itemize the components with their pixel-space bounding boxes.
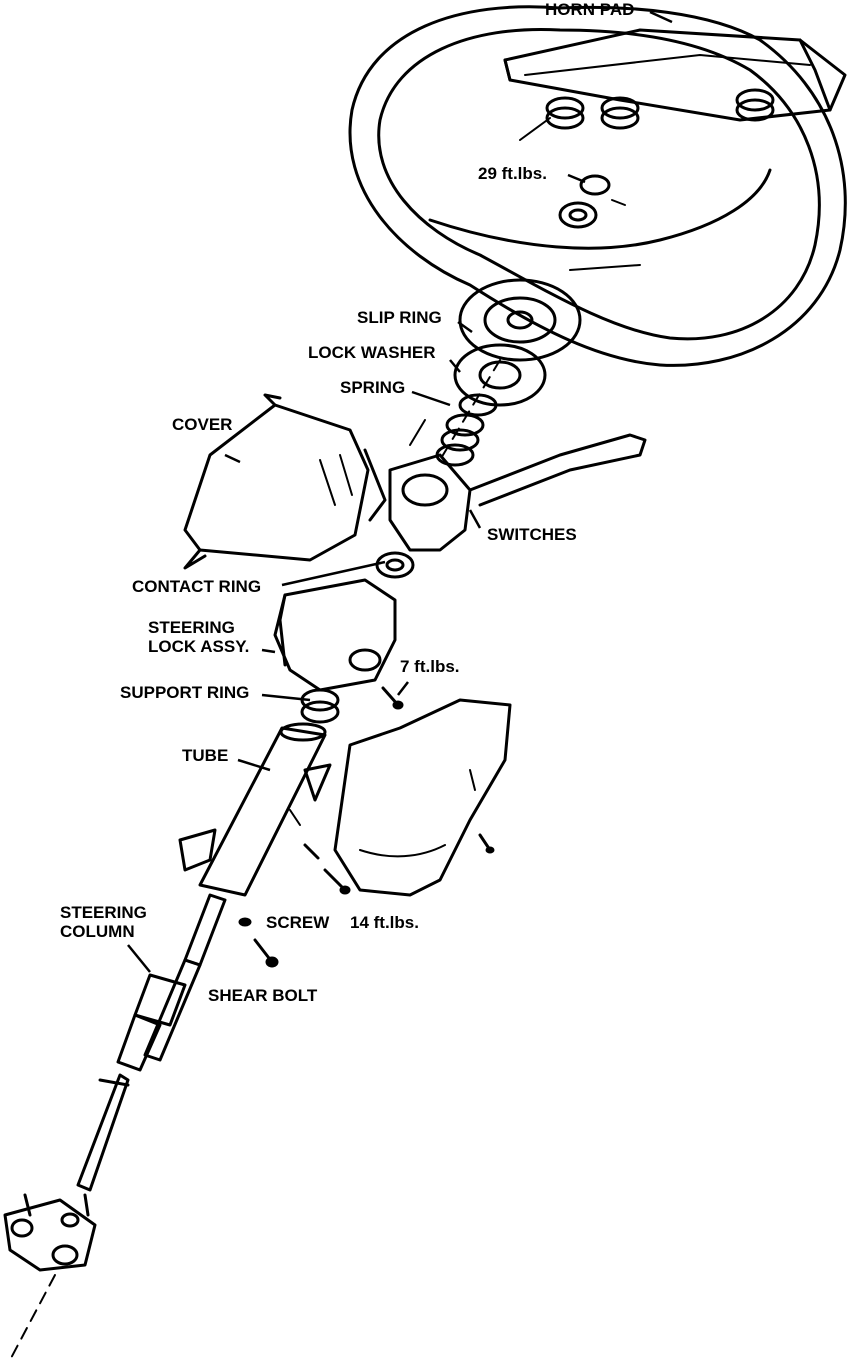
spring-part (409, 393, 498, 467)
steering-wheel (348, 5, 847, 367)
lower-shroud (333, 698, 512, 897)
steering-column-part (76, 893, 227, 1192)
lock-washer-part (453, 343, 547, 407)
cover-part (183, 393, 370, 570)
label-steering-column-line2: COLUMN (60, 922, 135, 941)
label-steering-column-line1: STEERING (60, 903, 147, 922)
label-support-ring: SUPPORT RING (120, 683, 250, 702)
label-horn-pad: HORN PAD (545, 0, 635, 19)
horn-springs (545, 88, 775, 130)
label-switches: SWITCHES (487, 525, 577, 544)
slip-ring-part (458, 278, 582, 362)
switches-part (363, 433, 647, 552)
contact-ring-part (375, 551, 415, 579)
tube-screws (238, 843, 351, 927)
leader-lines (127, 10, 673, 973)
label-steering-lock-line1: STEERING (148, 618, 235, 637)
support-ring-part (300, 688, 340, 724)
label-torque-screw: 14 ft.lbs. (350, 913, 419, 932)
label-steering-lock-line2: LOCK ASSY. (148, 637, 250, 656)
label-cover: COVER (172, 415, 233, 434)
axis-line-upper (439, 359, 501, 461)
axis-line (9, 1274, 56, 1360)
label-shear-bolt: SHEAR BOLT (208, 986, 318, 1005)
wheel-nut (558, 174, 626, 229)
horn-pad (503, 28, 847, 122)
label-screw: SCREW (266, 913, 330, 932)
steering-lock-part (273, 578, 397, 692)
label-tube: TUBE (182, 746, 229, 765)
label-torque-wheel: 29 ft.lbs. (478, 164, 547, 183)
lower-coupling (3, 1193, 97, 1272)
lock-bolt (381, 686, 404, 710)
label-slip-ring: SLIP RING (357, 308, 442, 327)
shear-bolt-part (253, 938, 279, 968)
tube-part (178, 722, 332, 897)
label-lock-washer: LOCK WASHER (308, 343, 436, 362)
label-spring: SPRING (340, 378, 406, 397)
label-torque-lock: 7 ft.lbs. (400, 657, 460, 676)
label-contact-ring: CONTACT RING (132, 577, 262, 596)
